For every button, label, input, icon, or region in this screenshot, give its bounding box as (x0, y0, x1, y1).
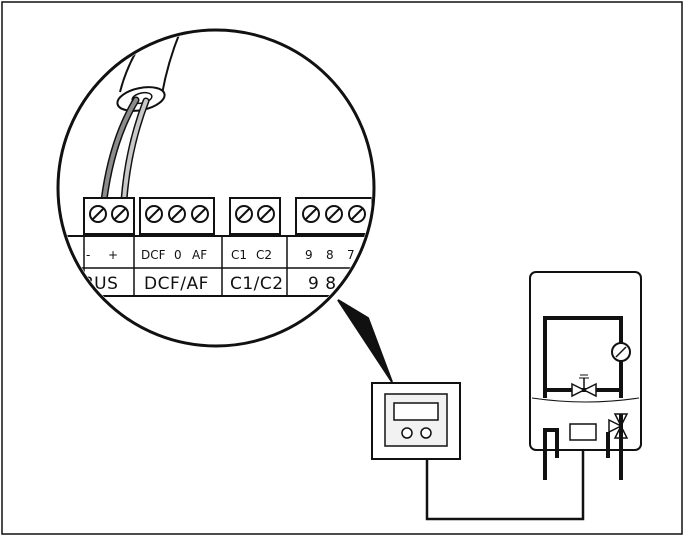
terminal-signal-label: + (108, 248, 118, 262)
terminal-signal-label: 0 (174, 248, 182, 262)
terminal-group-bus: - + BUS (82, 197, 135, 296)
pump-icon (611, 342, 631, 362)
terminal-strip (60, 235, 372, 297)
terminal-group-987: 9 8 7 9 8 7 (295, 197, 372, 294)
screw-terminal (257, 205, 275, 223)
wire-light-fill (122, 99, 148, 202)
control-unit (371, 382, 461, 460)
boiler-control-module (569, 423, 597, 441)
control-knob-left (401, 427, 413, 439)
cable-sheath (119, 32, 193, 95)
pipe-outlet-left-1 (543, 428, 559, 480)
terminal-group-label: C1/C2 (230, 274, 284, 294)
screw-terminal (325, 205, 343, 223)
screw-terminal (235, 205, 253, 223)
wall-boiler (529, 271, 642, 480)
terminal-signal-label: C1 (231, 248, 247, 262)
control-knob-right (420, 427, 432, 439)
screw-terminal (191, 205, 209, 223)
terminal-signal-label: 9 (305, 248, 313, 262)
terminal-signal-label: C2 (256, 248, 272, 262)
magnifier-contents: - + BUS DCF 0 AF DCF/AF (60, 32, 372, 297)
callout-pointer (337, 299, 393, 383)
terminal-signal-label: AF (192, 248, 207, 262)
boiler-divider (531, 397, 640, 403)
terminal-signal-label: 8 (326, 248, 334, 262)
bus-cable (425, 428, 585, 521)
terminal-signal-label: - (86, 248, 90, 262)
terminal-signal-label: DCF (141, 248, 166, 262)
terminal-group-label: DCF/AF (144, 274, 209, 294)
screw-terminal (145, 205, 163, 223)
display-screen (393, 402, 439, 421)
bypass-valve-icon (571, 374, 597, 398)
terminal-group-dcf-af: DCF 0 AF DCF/AF (139, 197, 223, 296)
terminal-signal-label: 7 (347, 248, 355, 262)
screw-terminal (89, 205, 107, 223)
wire-grey-fill (102, 98, 138, 202)
screw-terminal (111, 205, 129, 223)
screw-terminal (168, 205, 186, 223)
terminal-group-c1-c2: C1 C2 C1/C2 (229, 197, 288, 296)
terminal-block-bus (83, 197, 135, 235)
screw-terminal (302, 205, 320, 223)
screw-terminal (348, 205, 366, 223)
